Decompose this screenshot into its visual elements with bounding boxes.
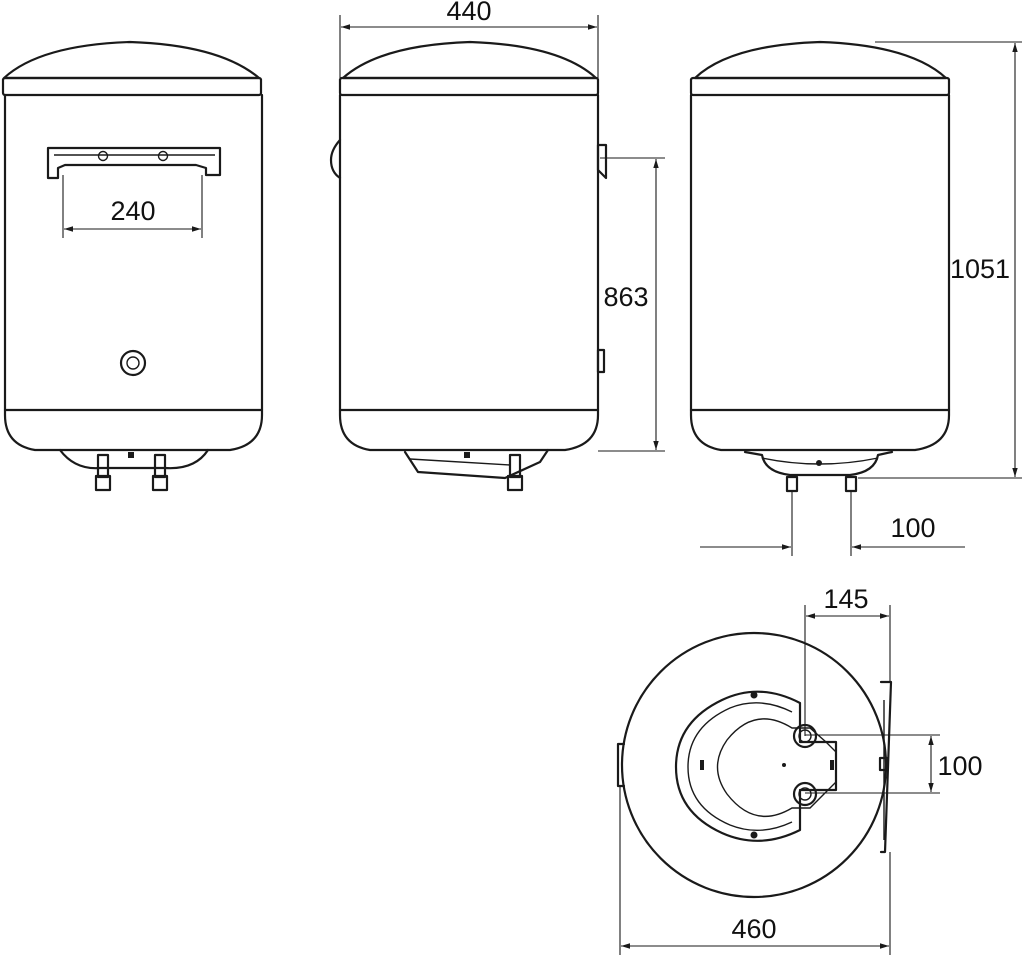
bottom-view-pipe-bottom-inner xyxy=(798,787,812,801)
side-view-body xyxy=(338,93,600,452)
dimension-bracket-spacing: 240 xyxy=(62,175,203,238)
back-view-pipe-right-nut xyxy=(151,474,169,492)
side-view-cover-line xyxy=(409,458,511,466)
bracket-hole-left xyxy=(97,150,109,162)
dimension-front-width: 440 xyxy=(339,0,599,78)
dim-1051-label: 1051 xyxy=(950,254,1010,284)
mounting-bracket xyxy=(46,146,222,180)
bottom-view-opening xyxy=(716,718,837,818)
dim-863-label: 863 xyxy=(603,282,648,312)
side-view-bottom-cover xyxy=(403,448,550,480)
dim-460-label: 460 xyxy=(731,914,776,944)
dimension-total-height: 1051 xyxy=(858,41,1022,479)
front-view-body xyxy=(689,93,951,452)
side-view-bracket-hook xyxy=(596,143,608,180)
front-view-pipe-left xyxy=(785,475,799,493)
back-view xyxy=(1,40,264,492)
bottom-view-outline xyxy=(620,631,888,899)
side-view-pipe-nut xyxy=(506,474,524,492)
dim-240-label: 240 xyxy=(110,196,155,226)
bottom-view-clip xyxy=(700,760,704,770)
front-view-bottom-cover xyxy=(743,450,894,477)
bottom-view-cover-inner xyxy=(687,702,793,832)
bracket-hole-right xyxy=(157,150,169,162)
side-view-handle xyxy=(329,138,342,180)
bottom-view-cover xyxy=(674,690,838,842)
side-view-drain xyxy=(464,452,470,458)
dim-145-label: 145 xyxy=(823,584,868,614)
side-view-dome xyxy=(341,40,598,80)
dimension-pipe-offset: 145 xyxy=(804,584,891,736)
dimension-pipe-spacing-bottom: 100 xyxy=(805,734,983,794)
bottom-view xyxy=(616,631,893,899)
front-view-pipe-right xyxy=(844,475,858,493)
bottom-view-screw-top xyxy=(750,691,758,699)
dimension-mount-height: 863 xyxy=(598,157,665,452)
back-view-bottom-cover xyxy=(58,448,210,470)
side-view xyxy=(329,40,608,492)
bottom-view-screw-bottom xyxy=(750,831,758,839)
back-view-body xyxy=(3,93,264,452)
back-view-pipe-right xyxy=(153,453,167,479)
back-view-pipe-left-nut xyxy=(94,474,112,492)
bottom-view-clip-right xyxy=(830,760,834,770)
back-view-drain xyxy=(128,452,134,458)
thermostat-knob-icon xyxy=(119,349,147,377)
back-view-rim xyxy=(1,76,263,97)
bottom-view-side-fitting xyxy=(878,756,889,772)
back-view-dome xyxy=(2,40,261,80)
bottom-view-center-dot xyxy=(782,763,786,767)
side-view-rim xyxy=(338,76,600,97)
dimension-diameter: 460 xyxy=(619,786,891,955)
dimension-pipe-spacing-side: 100 xyxy=(700,491,965,556)
dim-100b-label: 100 xyxy=(937,751,982,781)
bottom-view-pipe-bottom xyxy=(792,781,818,807)
front-view-center-dot xyxy=(816,460,822,466)
dim-440-label: 440 xyxy=(446,0,491,26)
front-view xyxy=(689,40,951,493)
thermostat-knob-center xyxy=(126,356,140,370)
front-view-dome xyxy=(693,40,948,80)
dim-100a-label: 100 xyxy=(890,513,935,543)
back-view-pipe-left xyxy=(96,453,110,479)
side-view-side-fitting xyxy=(596,348,606,374)
front-view-rim xyxy=(689,76,951,97)
bottom-view-handle xyxy=(616,742,626,788)
